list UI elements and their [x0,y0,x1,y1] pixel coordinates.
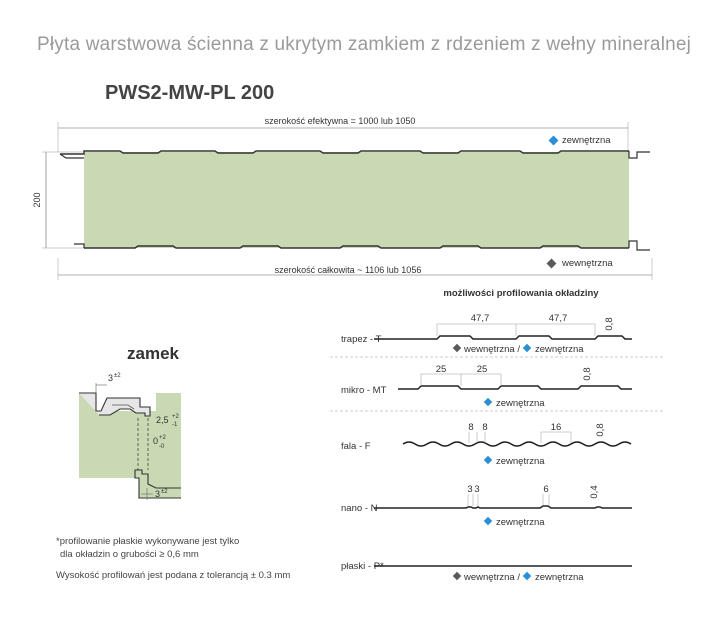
profile-name: fala - F [341,441,371,452]
profile-mikro: mikro - MT 25 25 0,8 zewnętrzna [341,364,632,409]
lock-dim-mid: 0 [153,436,158,446]
profile-name: płaski - P* [341,561,384,572]
profile-dim: 25 [436,364,447,375]
profile-caption-outer: zewnętrzna [535,344,584,355]
profile-dim: 6 [543,484,548,495]
page-title: Płyta warstwowa ścienna z ukrytym zamkie… [37,34,692,55]
lower-lock-profile [134,469,181,499]
profile-dim: 8 [482,422,487,433]
panel-core [84,152,629,248]
total-width-label: szerokość całkowita ~ 1106 lub 1056 [275,265,422,275]
outer-side-marker-icon [483,455,493,465]
outer-side-marker-icon [483,397,493,407]
notes-section: *profilowanie płaskie wykonywane jest ty… [56,536,290,581]
lock-lower-cutout [79,478,139,498]
profile-dim: 25 [477,364,488,375]
lock-detail-section: zamek 3 ±2 2,5 +2 -1 0 +2 -0 3 ±2 [79,344,181,500]
outer-side-marker-icon [522,343,532,353]
left-upper-lock-edge [59,153,84,159]
profile-dim-thickness: 0,8 [582,367,593,380]
top-sheet [60,150,629,155]
outer-side-marker-icon [483,516,493,526]
profile-dim: 47,7 [549,313,568,324]
profile-caption-inner: wewnętrzna / [463,572,520,583]
inner-side-label: wewnętrzna [561,258,613,269]
profile-trapez: trapez - T 47,7 47,7 0,8 wewnętrzna / ze… [341,313,632,355]
profile-caption-inner: wewnętrzna / [463,344,520,355]
lock-dim-mid-tol-up: +2 [159,435,167,441]
profile-caption-outer: zewnętrzna [496,517,545,528]
lock-dim-gap-tol-up: +2 [172,414,180,420]
profile-caption-outer: zewnętrzna [496,456,545,467]
height-label: 200 [32,192,42,207]
lock-dim-mid-tol-down: -0 [159,444,165,450]
profile-name: trapez - T [341,334,382,345]
bottom-sheet [84,245,629,249]
left-lower-lock-edge [74,243,85,248]
profile-name: mikro - MT [341,385,387,396]
profile-dim: 3 [474,484,479,495]
profile-caption-outer: zewnętrzna [535,572,584,583]
right-upper-lock-edge [628,151,650,159]
profile-dim: 16 [551,422,562,433]
upper-lock-profile [79,392,151,417]
outer-side-marker-icon [522,571,532,581]
profile-line [398,385,632,390]
profiles-section: możliwości profilowania okładziny trapez… [330,288,665,583]
lock-dim-top-tolerance: ±2 [114,373,121,379]
note-line-1: *profilowanie płaskie wykonywane jest ty… [56,536,239,547]
lock-dim-gap-tol-down: -1 [172,422,178,428]
model-name: PWS2-MW-PL 200 [105,82,275,104]
lock-dim-bottom: 3 [155,489,160,499]
outer-side-label: zewnętrzna [562,135,611,146]
profiles-heading: możliwości profilowania okładziny [443,288,599,299]
note-line-2: dla okładzin o grubości ≥ 0,6 mm [60,549,199,560]
effective-width-label: szerokość efektywna = 1000 lub 1050 [265,116,416,126]
lock-dim-bottom-tolerance: ±2 [161,489,168,495]
outer-side-marker-icon [548,135,559,146]
profile-dim: 3 [467,484,472,495]
profile-nano: nano - N 3 3 6 0,4 zewnętrzna [341,484,632,528]
note-line-3: Wysokość profilowań jest podana z tolera… [56,570,290,581]
inner-side-marker-icon [546,258,557,269]
lock-dim-top: 3 [108,373,113,383]
right-lower-lock-edge [628,240,650,251]
inner-side-marker-icon [452,343,462,353]
profile-caption-outer: zewnętrzna [496,398,545,409]
upper-lock-detail [112,404,135,410]
profile-dim-thickness: 0,8 [604,317,615,330]
lock-detail-title: zamek [127,344,180,363]
profile-line [402,441,632,447]
profile-dim-thickness: 0,4 [589,485,600,498]
inner-side-marker-icon [452,571,462,581]
profile-name: nano - N [341,503,378,514]
profile-plaski: płaski - P* wewnętrzna / zewnętrzna [341,561,632,583]
profile-dim: 47,7 [471,313,490,324]
profile-fala: fala - F 8 8 16 0,8 zewnętrzna [341,422,632,467]
profile-dim-thickness: 0,8 [595,423,606,436]
profile-dim: 8 [468,422,473,433]
profile-line [374,335,632,340]
lock-dim-gap: 2,5 [156,415,169,425]
profile-line [374,505,632,509]
main-panel-section: szerokość efektywna = 1000 lub 1050 200 … [32,116,653,280]
